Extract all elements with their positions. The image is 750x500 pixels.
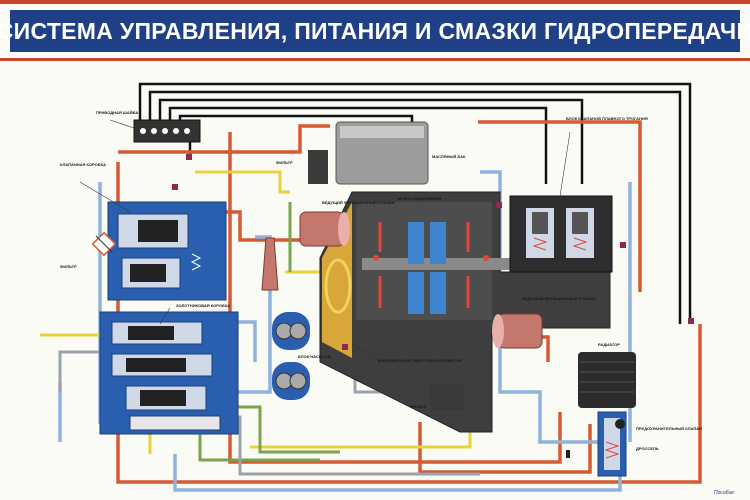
publisher-logo: Пособие [714, 490, 734, 496]
label-main-shaft: МУФТА ЗАЦЕПЛЕНИЯ [398, 196, 441, 201]
label-filter-left: ФИЛЬТР [60, 264, 77, 269]
front-clutch: ВЕДУЩИЙ ФРИКЦИОННЫЙ КЛАПАН [299, 200, 395, 247]
label-filter-bottom: ФИЛЬТР [410, 404, 427, 409]
accumulator [261, 237, 279, 291]
safety-valve: ПРЕДОХРАНИТЕЛЬНЫЙ КЛАПАН ДРОССЕЛЬ [566, 411, 702, 477]
label-valve-box: КЛАПАННАЯ КОРОБКА [60, 162, 106, 167]
connector-nubs [172, 154, 694, 350]
radiator: РАДИАТОР [578, 342, 636, 408]
valve-block: БЛОК КЛАПАНОВ ПЛАВНОГО ТРОГАНИЯ [509, 116, 648, 273]
oil-tank: МАСЛЯНЫЙ БАК [335, 121, 466, 185]
label-oil-tank: МАСЛЯНЫЙ БАК [432, 154, 466, 159]
top-stripe [0, 0, 750, 4]
label-front-clutch: ВЕДУЩИЙ ФРИКЦИОННЫЙ КЛАПАН [322, 200, 395, 205]
valve-box: КЛАПАННАЯ КОРОБКА [60, 162, 227, 301]
rear-clutch: ВЕДОМЫЙ ФРИКЦИОННЫЙ КЛАПАН [492, 296, 596, 349]
title-underline [0, 58, 750, 61]
filter-top: ФИЛЬТР [276, 150, 328, 184]
spool-box: ЗОЛОТНИКОВАЯ КОРОБКА [99, 303, 239, 435]
label-converter: КОМПЛЕКСНЫЙ ГИДРОТРАНСФОРМАТОР [378, 358, 462, 363]
label-valve-block: БЛОК КЛАПАНОВ ПЛАВНОГО ТРОГАНИЯ [566, 116, 648, 121]
hydraulic-diagram: ПРИВОДНАЯ ШАЙБА КЛАПАННАЯ КОРОБКА ФИЛЬТР [40, 82, 734, 496]
label-rear-clutch: ВЕДОМЫЙ ФРИКЦИОННЫЙ КЛАПАН [522, 296, 596, 301]
control-wires [138, 82, 692, 324]
filter-bottom: ФИЛЬТР [410, 384, 464, 410]
control-switch: ПРИВОДНАЯ ШАЙБА [96, 110, 201, 143]
label-control-switch: ПРИВОДНАЯ ШАЙБА [96, 110, 138, 115]
label-safety-valve: ПРЕДОХРАНИТЕЛЬНЫЙ КЛАПАН [636, 426, 702, 431]
label-throttle: ДРОССЕЛЬ [636, 446, 659, 451]
pump-block: БЛОК НАСОСОВ [272, 312, 331, 400]
filter-left: ФИЛЬТР [60, 231, 117, 269]
title-banner: СИСТЕМА УПРАВЛЕНИЯ, ПИТАНИЯ И СМАЗКИ ГИД… [0, 8, 750, 54]
label-pump-block: БЛОК НАСОСОВ [298, 354, 331, 359]
label-radiator: РАДИАТОР [598, 342, 620, 347]
label-spool-box: ЗОЛОТНИКОВАЯ КОРОБКА [176, 303, 230, 308]
label-filter-top: ФИЛЬТР [276, 160, 293, 165]
page-title: СИСТЕМА УПРАВЛЕНИЯ, ПИТАНИЯ И СМАЗКИ ГИД… [0, 17, 750, 44]
